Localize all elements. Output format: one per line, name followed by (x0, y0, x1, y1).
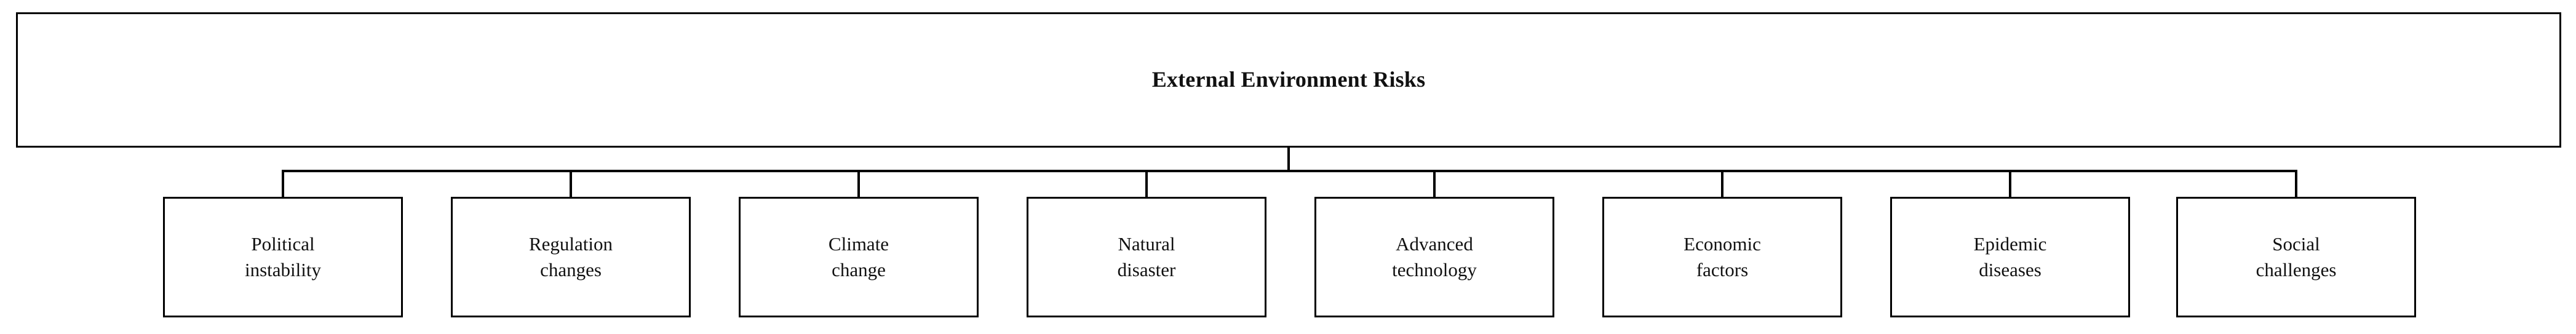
connector-drop-7 (2009, 170, 2011, 197)
child-node-label: Climate change (828, 233, 889, 280)
child-node-label: Natural disaster (1117, 233, 1176, 280)
connector-drop-2 (570, 170, 572, 197)
child-node-label: Economic factors (1684, 233, 1761, 280)
child-node-political-instability[interactable]: Political instability (163, 197, 403, 317)
connector-drop-4 (1145, 170, 1148, 197)
child-node-climate-change[interactable]: Climate change (739, 197, 979, 317)
child-node-social-challenges[interactable]: Social challenges (2176, 197, 2416, 317)
child-node-label: Political instability (245, 233, 321, 280)
connector-drop-8 (2295, 170, 2297, 197)
child-node-epidemic-diseases[interactable]: Epidemic diseases (1890, 197, 2130, 317)
child-node-label: Advanced technology (1392, 233, 1477, 280)
root-node-external-environment-risks[interactable]: External Environment Risks (16, 12, 2561, 148)
child-node-label: Social challenges (2256, 233, 2337, 280)
connector-drop-5 (1433, 170, 1436, 197)
connector-drop-3 (857, 170, 860, 197)
child-node-advanced-technology[interactable]: Advanced technology (1314, 197, 1554, 317)
root-node-label: External Environment Risks (1151, 67, 1426, 92)
child-node-economic-factors[interactable]: Economic factors (1602, 197, 1842, 317)
child-node-natural-disaster[interactable]: Natural disaster (1027, 197, 1266, 317)
connector-drop-6 (1721, 170, 1723, 197)
child-node-label: Regulation changes (528, 233, 613, 280)
connector-drop-1 (282, 170, 284, 197)
connector-stem-root-to-bus (1287, 148, 1290, 172)
connector-bus-horizontal (283, 170, 2297, 172)
child-node-label: Epidemic diseases (1973, 233, 2047, 280)
child-node-regulation-changes[interactable]: Regulation changes (451, 197, 691, 317)
